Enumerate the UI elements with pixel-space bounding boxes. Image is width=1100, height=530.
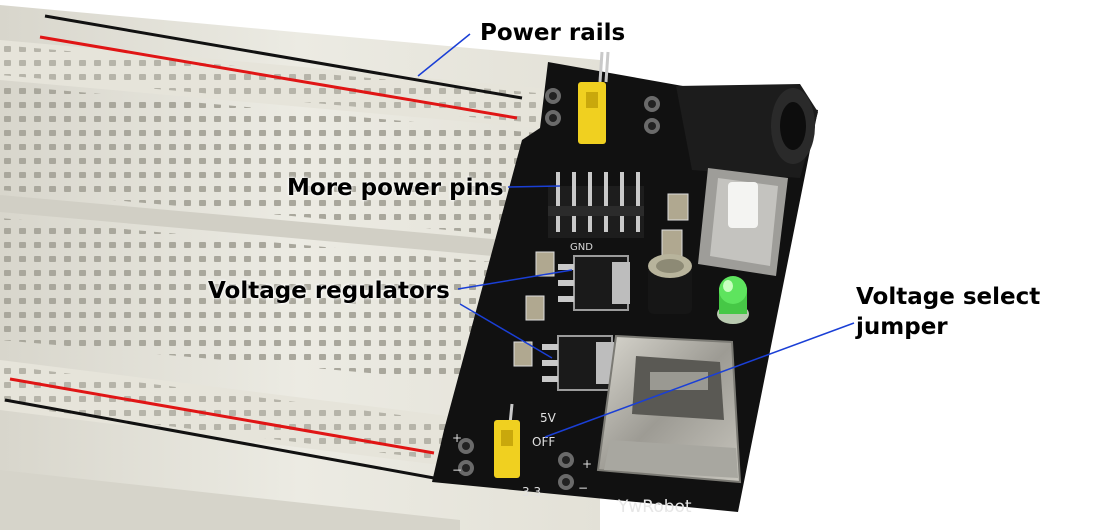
bottom-jumper-cap [494,420,520,478]
callout-voltage-select-jumper: Voltage select jumper [856,282,1040,342]
breadboard [0,5,600,530]
top-voltage-jumper [545,51,660,144]
upper-terminal-holes [0,85,560,240]
voltage-select-pointer [544,322,855,438]
top-rail-holes [0,45,560,125]
board-brand-label: YwRobot [617,497,692,517]
electrolytic-capacitor [648,254,692,314]
top-jumper-cap [578,82,606,144]
pcb-minus-label-right: − [578,481,588,495]
center-channel [0,195,560,262]
callout-voltage-regulators: Voltage regulators [208,278,450,304]
regulator-upper-pointer [457,269,573,290]
more-pins-pointer [507,185,561,188]
power-pin-header: GND [548,172,644,253]
power-supply-board: GND [432,51,818,517]
pcb-5v-label: 5V [540,411,557,425]
dc-barrel-jack [676,84,818,178]
bottom-black-rail-line [4,398,435,480]
pcb-off-label: OFF [532,435,555,449]
pcb-gnd-label: GND [570,242,593,253]
pcb-minus-label: − [452,463,462,477]
lower-terminal-holes [0,218,560,390]
callout-power-rails: Power rails [480,20,626,46]
callout-voltage-select-line2: jumper [856,314,948,340]
pcb-plus-label: + [452,431,462,445]
callout-voltage-select-line1: Voltage select [856,284,1041,310]
power-switch [698,168,788,276]
callout-lines [417,33,855,438]
breadboard-edge [0,470,460,530]
voltage-regulator-upper [558,255,630,311]
green-led [717,276,749,324]
top-black-rail-line [44,14,523,100]
smd-components [513,193,689,367]
regulator-lower-pointer [459,303,553,359]
power-rails-pointer [417,33,471,77]
pcb-plus-label-right: + [582,457,592,471]
bottom-red-rail-line [9,377,435,455]
callout-more-power-pins: More power pins [287,175,504,201]
bottom-voltage-jumper [458,403,574,490]
pcb-3v3-label: 3.3 [522,485,541,499]
top-red-rail-line [39,35,518,120]
voltage-regulator-lower [542,335,614,391]
